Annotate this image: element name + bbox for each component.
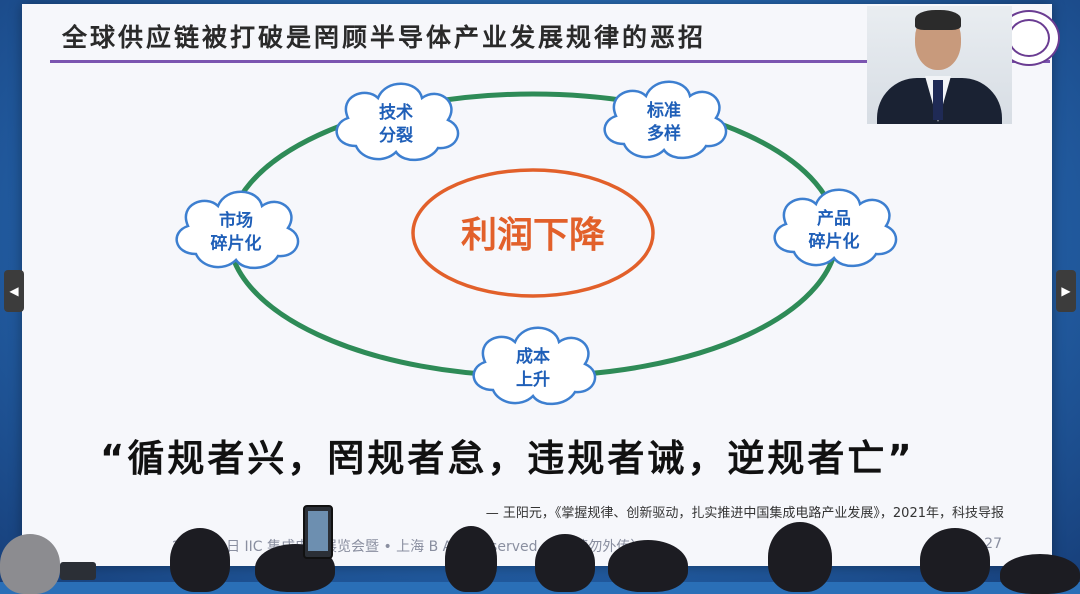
- cloud-label-line2: 多样: [647, 123, 681, 144]
- chevron-right-icon: ▶: [1061, 284, 1071, 298]
- audience-head: [170, 528, 230, 592]
- chevron-left-icon: ◀: [9, 284, 19, 298]
- audience-head: [768, 522, 832, 592]
- center-ellipse: [411, 168, 655, 298]
- cloud-label-line2: 分裂: [379, 125, 413, 146]
- audience-head: [0, 534, 60, 594]
- quote-source: — 王阳元，《掌握规律、创新驱动，扎实推进中国集成电路产业发展》，2021年，科…: [485, 506, 1004, 521]
- speaker-tie: [933, 80, 943, 120]
- cloud-label-line1: 市场: [219, 210, 253, 231]
- cloud-label-line1: 标准: [647, 100, 681, 121]
- cloud-cost-rise: 成本 上升: [472, 326, 597, 406]
- center-label: 利润下降: [461, 215, 605, 256]
- next-slide-button[interactable]: ▶: [1056, 270, 1076, 312]
- title-rule: [50, 60, 1050, 63]
- cloud-label-line1: 产品: [817, 208, 851, 229]
- cloud-market-fragmentation: 市场 碎片化: [175, 190, 300, 270]
- audience-silhouettes: [0, 510, 1080, 594]
- audience-head: [608, 540, 688, 592]
- cloud-label-line2: 上升: [516, 370, 550, 390]
- prev-slide-button[interactable]: ◀: [4, 270, 24, 312]
- slide-page-number: 27: [984, 536, 1002, 552]
- cycle-diagram: 利润下降 技术 分裂 标准 多样 产品 碎片化 成本 上升 市场 碎片化: [175, 80, 898, 406]
- audience-head: [535, 534, 595, 592]
- cloud-label-line2: 碎片化: [809, 231, 860, 252]
- projection-screen: 全球供应链被打破是罔顾半导体产业发展规律的恶招 利润下降 技术 分裂 标准 多样: [22, 4, 1060, 566]
- cloud-tech-split: 技术 分裂: [335, 82, 460, 162]
- cloud-label-line1: 成本: [516, 346, 550, 367]
- phone-screen: [308, 511, 328, 551]
- audience-head: [445, 526, 497, 592]
- cloud-label-line2: 碎片化: [211, 233, 262, 254]
- slide-title: 全球供应链被打破是罔顾半导体产业发展规律的恶招: [62, 23, 707, 52]
- audience-head: [1000, 554, 1080, 594]
- speaker-hair: [915, 10, 961, 30]
- audience-phone: [60, 562, 96, 580]
- cloud-label-line1: 技术: [379, 102, 413, 123]
- quote-text: “循规者兴，罔规者怠，违规者诫，逆规者亡”: [100, 437, 915, 480]
- audience-phone: [303, 505, 333, 559]
- cloud-standards-diverse: 标准 多样: [603, 80, 728, 160]
- audience-head: [920, 528, 990, 592]
- speaker-video-inset: [867, 6, 1012, 124]
- cloud-product-fragmentation: 产品 碎片化: [773, 188, 898, 268]
